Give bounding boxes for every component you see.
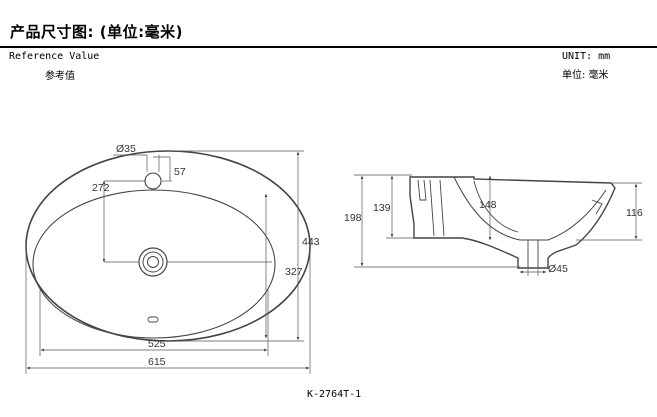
- dim-length: 443: [302, 236, 320, 248]
- model-number: K-2764T-1: [307, 389, 362, 400]
- dim-height-116: 116: [626, 207, 643, 219]
- dim-inner-width: 525: [148, 338, 166, 350]
- overflow-channel: [429, 179, 445, 237]
- dim-hole-offset: 57: [174, 166, 186, 178]
- unit-label: UNIT: mm: [562, 51, 611, 62]
- drain-inner: [147, 256, 159, 268]
- page-title: 产品尺寸图: (单位:毫米): [10, 23, 183, 41]
- overflow-slot: [147, 316, 159, 323]
- reference-value-cn-label: 参考值: [45, 71, 75, 82]
- dim-drain-to-front: 327: [285, 266, 303, 278]
- unit-cn-label: 单位: 毫米: [562, 70, 609, 81]
- reference-value-label: Reference Value: [9, 51, 100, 62]
- drain-mid: [142, 251, 164, 273]
- dim-height-139: 139: [373, 202, 391, 214]
- faucet-hole: [144, 172, 162, 190]
- dim-drain-diameter: Ø45: [548, 263, 568, 275]
- basin-wall-line: [453, 176, 607, 241]
- dim-hole-to-drain: 272: [92, 182, 110, 194]
- top-view: [25, 150, 311, 374]
- drain-neck: [527, 240, 539, 268]
- dim-hole-diameter: Ø35: [116, 143, 136, 155]
- side-view: [354, 174, 642, 276]
- basin-inner-bowl: [32, 189, 276, 339]
- dim-depth-148: 148: [479, 199, 497, 211]
- title-divider: [0, 46, 657, 48]
- basin-outer-rim: [25, 150, 311, 342]
- dim-outer-width: 615: [148, 356, 166, 368]
- dim-total-height: 198: [344, 212, 362, 224]
- inner-lip: [417, 179, 427, 201]
- basin-side-profile: [409, 176, 616, 269]
- rim-taper: [591, 199, 603, 215]
